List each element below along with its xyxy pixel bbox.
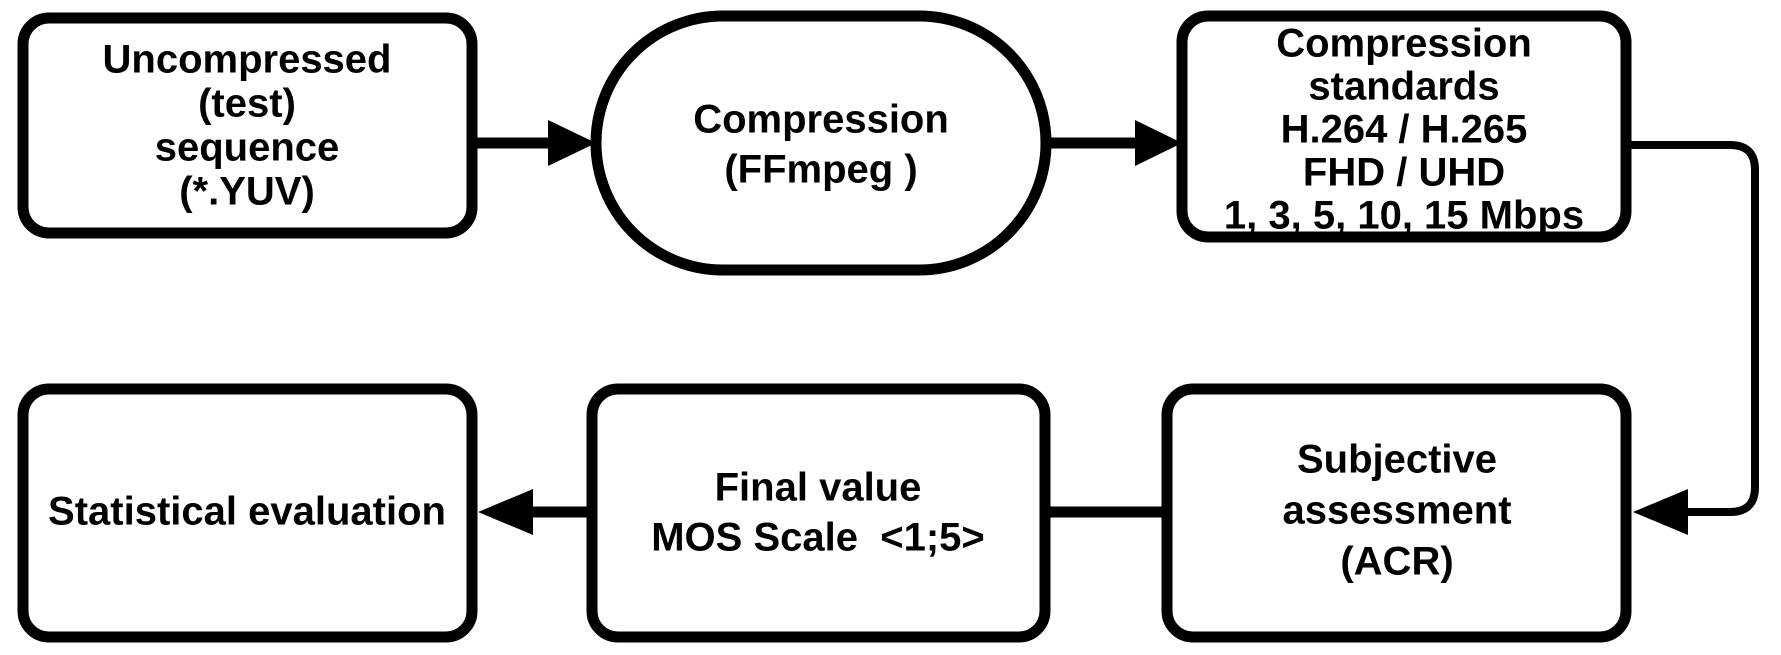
node-compression-shape[interactable] bbox=[590, 10, 1052, 276]
edge-final-to-statistical bbox=[478, 489, 592, 535]
edge-5-arrowhead bbox=[478, 489, 533, 535]
node-uncompressed-sequence-shape[interactable] bbox=[17, 12, 478, 239]
node-compression-standards-line-2: standards bbox=[1308, 65, 1499, 109]
node-subjective-assessment-line-3: (ACR) bbox=[1340, 540, 1453, 584]
node-uncompressed-sequence-line-3: sequence bbox=[155, 126, 340, 170]
node-statistical-evaluation-line-1: Statistical evaluation bbox=[48, 490, 446, 534]
node-subjective-assessment-shape[interactable] bbox=[1161, 383, 1632, 643]
node-compression-line-1: Compression bbox=[693, 98, 949, 142]
node-uncompressed-sequence[interactable]: Uncompressed (test) sequence (*.YUV) bbox=[17, 12, 478, 239]
node-final-value[interactable]: Final value MOS Scale <1;5> bbox=[586, 383, 1051, 643]
node-subjective-assessment-line-2: assessment bbox=[1282, 489, 1511, 533]
node-compression-standards-line-1: Compression bbox=[1276, 22, 1532, 66]
node-compression[interactable]: Compression (FFmpeg ) bbox=[590, 10, 1052, 276]
node-subjective-assessment-line-1: Subjective bbox=[1297, 438, 1497, 482]
edge-standards-to-subjective bbox=[1626, 141, 1759, 535]
node-compression-standards-line-5: 1, 3, 5, 10, 15 Mbps bbox=[1224, 194, 1584, 238]
edge-1-arrowhead bbox=[548, 120, 596, 166]
node-compression-standards[interactable]: Compression standards H.264 / H.265 FHD … bbox=[1176, 10, 1632, 243]
node-final-value-line-1: Final value bbox=[715, 466, 922, 510]
node-final-value-line-2: MOS Scale <1;5> bbox=[651, 516, 985, 560]
node-subjective-assessment[interactable]: Subjective assessment (ACR) bbox=[1161, 383, 1632, 643]
node-statistical-evaluation[interactable]: Statistical evaluation bbox=[17, 383, 478, 643]
node-compression-standards-line-3: H.264 / H.265 bbox=[1281, 108, 1528, 152]
edge-2-arrowhead bbox=[1135, 120, 1182, 166]
edge-3-shaft bbox=[1626, 141, 1759, 516]
node-statistical-evaluation-shape[interactable] bbox=[17, 383, 478, 643]
node-final-value-shape[interactable] bbox=[586, 383, 1051, 643]
node-uncompressed-sequence-line-2: (test) bbox=[198, 82, 296, 126]
node-uncompressed-sequence-line-1: Uncompressed bbox=[103, 38, 392, 82]
edge-3-arrowhead bbox=[1633, 489, 1688, 535]
node-compression-standards-shape[interactable] bbox=[1176, 10, 1632, 243]
edge-uncompressed-to-compression bbox=[472, 120, 596, 166]
node-uncompressed-sequence-line-4: (*.YUV) bbox=[179, 170, 315, 214]
node-compression-line-2: (FFmpeg ) bbox=[724, 148, 917, 192]
edge-compression-to-standards bbox=[1046, 120, 1182, 166]
node-compression-standards-line-4: FHD / UHD bbox=[1303, 151, 1505, 195]
